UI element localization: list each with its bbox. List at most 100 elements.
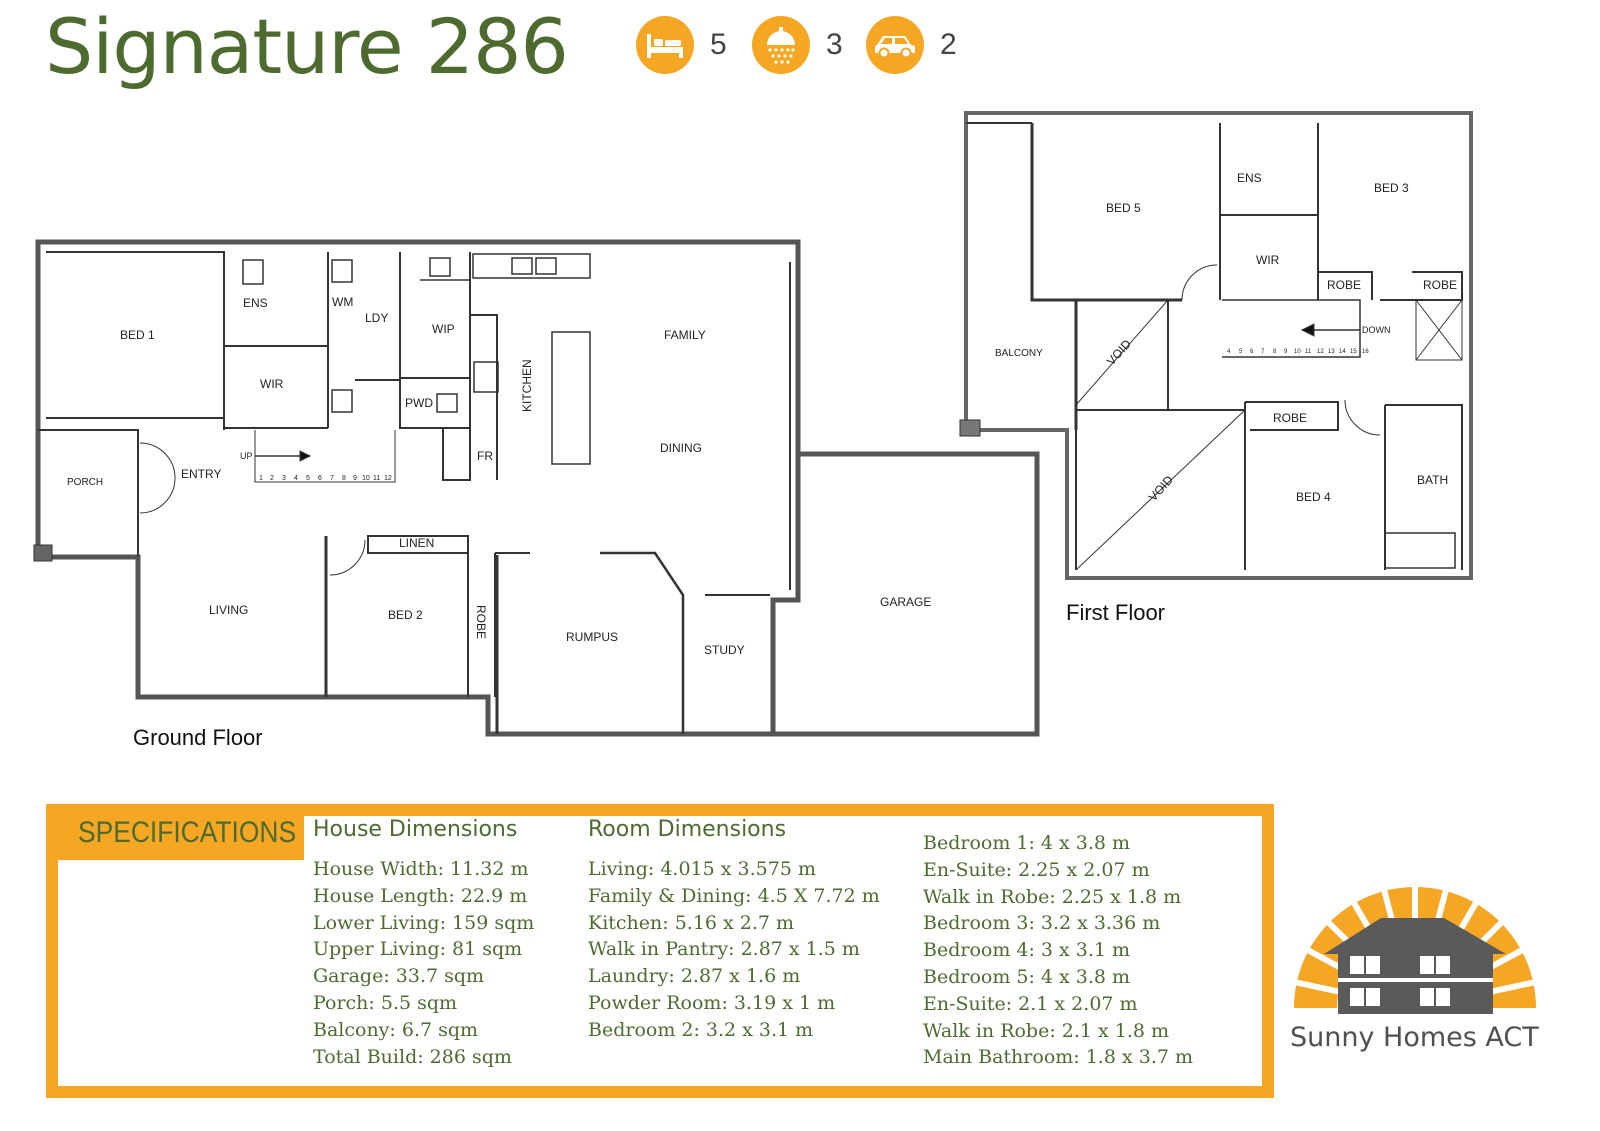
room-dimensions-heading: Room Dimensions [588, 817, 787, 842]
room-dimensions-column: Room Dimensions Living: 4.015 x 3.575 m … [588, 817, 880, 1044]
specifications-tab: SPECIFICATIONS [46, 804, 304, 860]
spec-line: Balcony: 6.7 sqm [313, 1018, 479, 1041]
room-label-study: STUDY [704, 643, 745, 657]
room-label-living: LIVING [209, 603, 248, 617]
shower-icon [752, 16, 810, 74]
spec-line: En-Suite: 2.1 x 2.07 m [923, 992, 1138, 1015]
room-label-porch: PORCH [67, 477, 103, 488]
room-label-wm: WM [332, 295, 353, 309]
room-label-bed2: BED 2 [388, 608, 423, 622]
spec-line: Bedroom 2: 3.2 x 3.1 m [588, 1018, 814, 1041]
room-label-linen: LINEN [399, 536, 434, 550]
room-label-fr: FR [477, 449, 493, 463]
spec-line: Walk in Robe: 2.25 x 1.8 m [923, 885, 1182, 908]
bathrooms-feature: 3 [752, 16, 843, 74]
floor-plans: 1 2 3 4 5 6 7 8 9 10 11 12 BED 1 ENS WM … [33, 111, 1473, 737]
stair-number: 4 [294, 475, 298, 482]
ground-floor-label: Ground Floor [133, 725, 263, 750]
stair-number: 14 [1339, 349, 1346, 355]
logo-text: Sunny Homes ACT [1290, 1022, 1539, 1053]
stair-number: 11 [373, 475, 380, 482]
stair-number: 3 [282, 475, 286, 482]
room-label-dining: DINING [660, 441, 702, 455]
stair-number: 5 [306, 475, 310, 482]
stair-number: 11 [1305, 349, 1312, 355]
bed-icon [636, 16, 694, 74]
stair-number: 7 [330, 475, 334, 482]
specifications-heading: SPECIFICATIONS [78, 816, 297, 849]
stair-up-label: UP [240, 451, 253, 461]
spec-line: Main Bathroom: 1.8 x 3.7 m [923, 1046, 1193, 1069]
room-label-pwd: PWD [405, 396, 433, 410]
room-label-bath: BATH [1417, 473, 1448, 487]
room-label-wir: WIR [1256, 253, 1280, 267]
bedroom-count: 5 [710, 28, 727, 61]
room-label-kitchen: KITCHEN [520, 359, 534, 412]
bathroom-count: 3 [826, 28, 843, 61]
spec-line: Laundry: 2.87 x 1.6 m [588, 965, 801, 988]
ground-floor-plan [33, 239, 1040, 737]
room-label-rumpus: RUMPUS [566, 630, 618, 644]
room-label-bed4: BED 4 [1296, 490, 1331, 504]
spec-line: Walk in Robe: 2.1 x 1.8 m [923, 1019, 1170, 1042]
house-dimensions-column: House Dimensions House Width: 11.32 m Ho… [313, 817, 534, 1070]
bedroom-dimensions-column: Bedroom 1: 4 x 3.8 m En-Suite: 2.25 x 2.… [923, 830, 1193, 1071]
spec-line: Living: 4.015 x 3.575 m [588, 858, 816, 880]
stair-number: 1 [259, 475, 263, 482]
ground-floor-labels: BED 1 ENS WM LDY WIP WIR PWD KITCHEN FAM… [67, 295, 931, 657]
room-label-ens: ENS [243, 296, 268, 310]
spec-line: Bedroom 4: 3 x 3.1 m [923, 939, 1131, 962]
room-label-ldy: LDY [365, 311, 388, 325]
room-label-robe-a: ROBE [1327, 278, 1361, 292]
stair-number: 15 [1350, 349, 1357, 355]
spec-line: Total Build: 286 sqm [313, 1045, 512, 1068]
room-label-wir: WIR [260, 377, 284, 391]
bedrooms-feature: 5 [636, 16, 727, 74]
room-label-bed1: BED 1 [120, 328, 155, 342]
spec-line: Walk in Pantry: 2.87 x 1.5 m [588, 938, 860, 961]
stair-number: 8 [1273, 349, 1277, 355]
stair-number: 2 [270, 475, 274, 482]
room-label-family: FAMILY [664, 328, 706, 342]
stair-number: 6 [1250, 349, 1254, 355]
stair-number: 9 [1284, 349, 1288, 355]
stair-number: 12 [384, 475, 392, 482]
room-label-entry: ENTRY [181, 467, 221, 481]
room-label-balcony: BALCONY [995, 348, 1043, 359]
garage-count: 2 [940, 28, 957, 61]
spec-line: Bedroom 5: 4 x 3.8 m [923, 965, 1131, 988]
first-floor-plan [959, 111, 1473, 580]
stair-number: 8 [342, 475, 346, 482]
room-label-wip: WIP [432, 322, 455, 336]
sun-house-logo [1293, 878, 1537, 1018]
ground-floor-stair-numbers: 1 2 3 4 5 6 7 8 9 10 11 12 [259, 475, 392, 482]
room-label-ens: ENS [1237, 171, 1262, 185]
spec-line: House Width: 11.32 m [313, 858, 529, 880]
garage-feature: 2 [866, 16, 957, 74]
spec-line: House Length: 22.9 m [313, 884, 528, 907]
spec-line: Upper Living: 81 sqm [313, 938, 523, 961]
first-floor-label: First Floor [1066, 600, 1165, 625]
spec-line: Porch: 5.5 sqm [313, 991, 458, 1014]
car-icon [866, 16, 924, 74]
stair-number: 4 [1227, 349, 1231, 355]
spec-line: En-Suite: 2.25 x 2.07 m [923, 858, 1150, 881]
page-title: Signature 286 [45, 2, 569, 91]
stair-number: 10 [362, 475, 370, 482]
stair-number: 13 [1328, 349, 1335, 355]
house-dimensions-heading: House Dimensions [313, 817, 518, 842]
spec-line: Powder Room: 3.19 x 1 m [588, 991, 836, 1014]
spec-line: Bedroom 1: 4 x 3.8 m [923, 832, 1131, 854]
stair-down-label: DOWN [1362, 325, 1391, 335]
stair-number: 12 [1317, 349, 1324, 355]
stair-number: 9 [353, 475, 357, 482]
spec-line: Lower Living: 159 sqm [313, 911, 535, 934]
spec-line: Bedroom 3: 3.2 x 3.36 m [923, 912, 1161, 935]
stair-number: 5 [1239, 349, 1243, 355]
room-label-void-b: VOID [1146, 473, 1176, 504]
room-label-robe-c: ROBE [1273, 411, 1307, 425]
spec-line: Family & Dining: 4.5 X 7.72 m [588, 884, 880, 907]
stair-number: 6 [318, 475, 322, 482]
room-label-robe: ROBE [474, 605, 488, 639]
stair-number: 7 [1261, 349, 1265, 355]
